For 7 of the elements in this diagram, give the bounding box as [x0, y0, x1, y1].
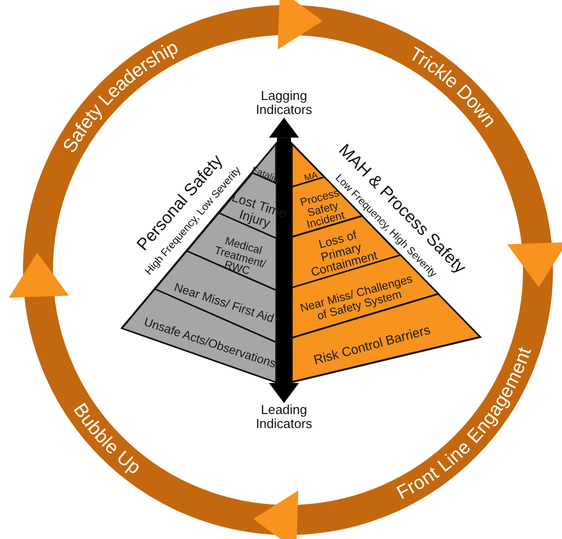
layer-label: Process Safety Incident [298, 187, 346, 234]
indicator-label: Leading Indicators [242, 403, 326, 432]
layer-label: Near Miss/ First Aid [172, 278, 277, 326]
double-arrow [269, 118, 299, 403]
layer-label: Risk Control Barriers [311, 320, 433, 370]
indicator-label: Lagging Indicators [242, 89, 326, 118]
layer-label: MA [302, 168, 320, 185]
